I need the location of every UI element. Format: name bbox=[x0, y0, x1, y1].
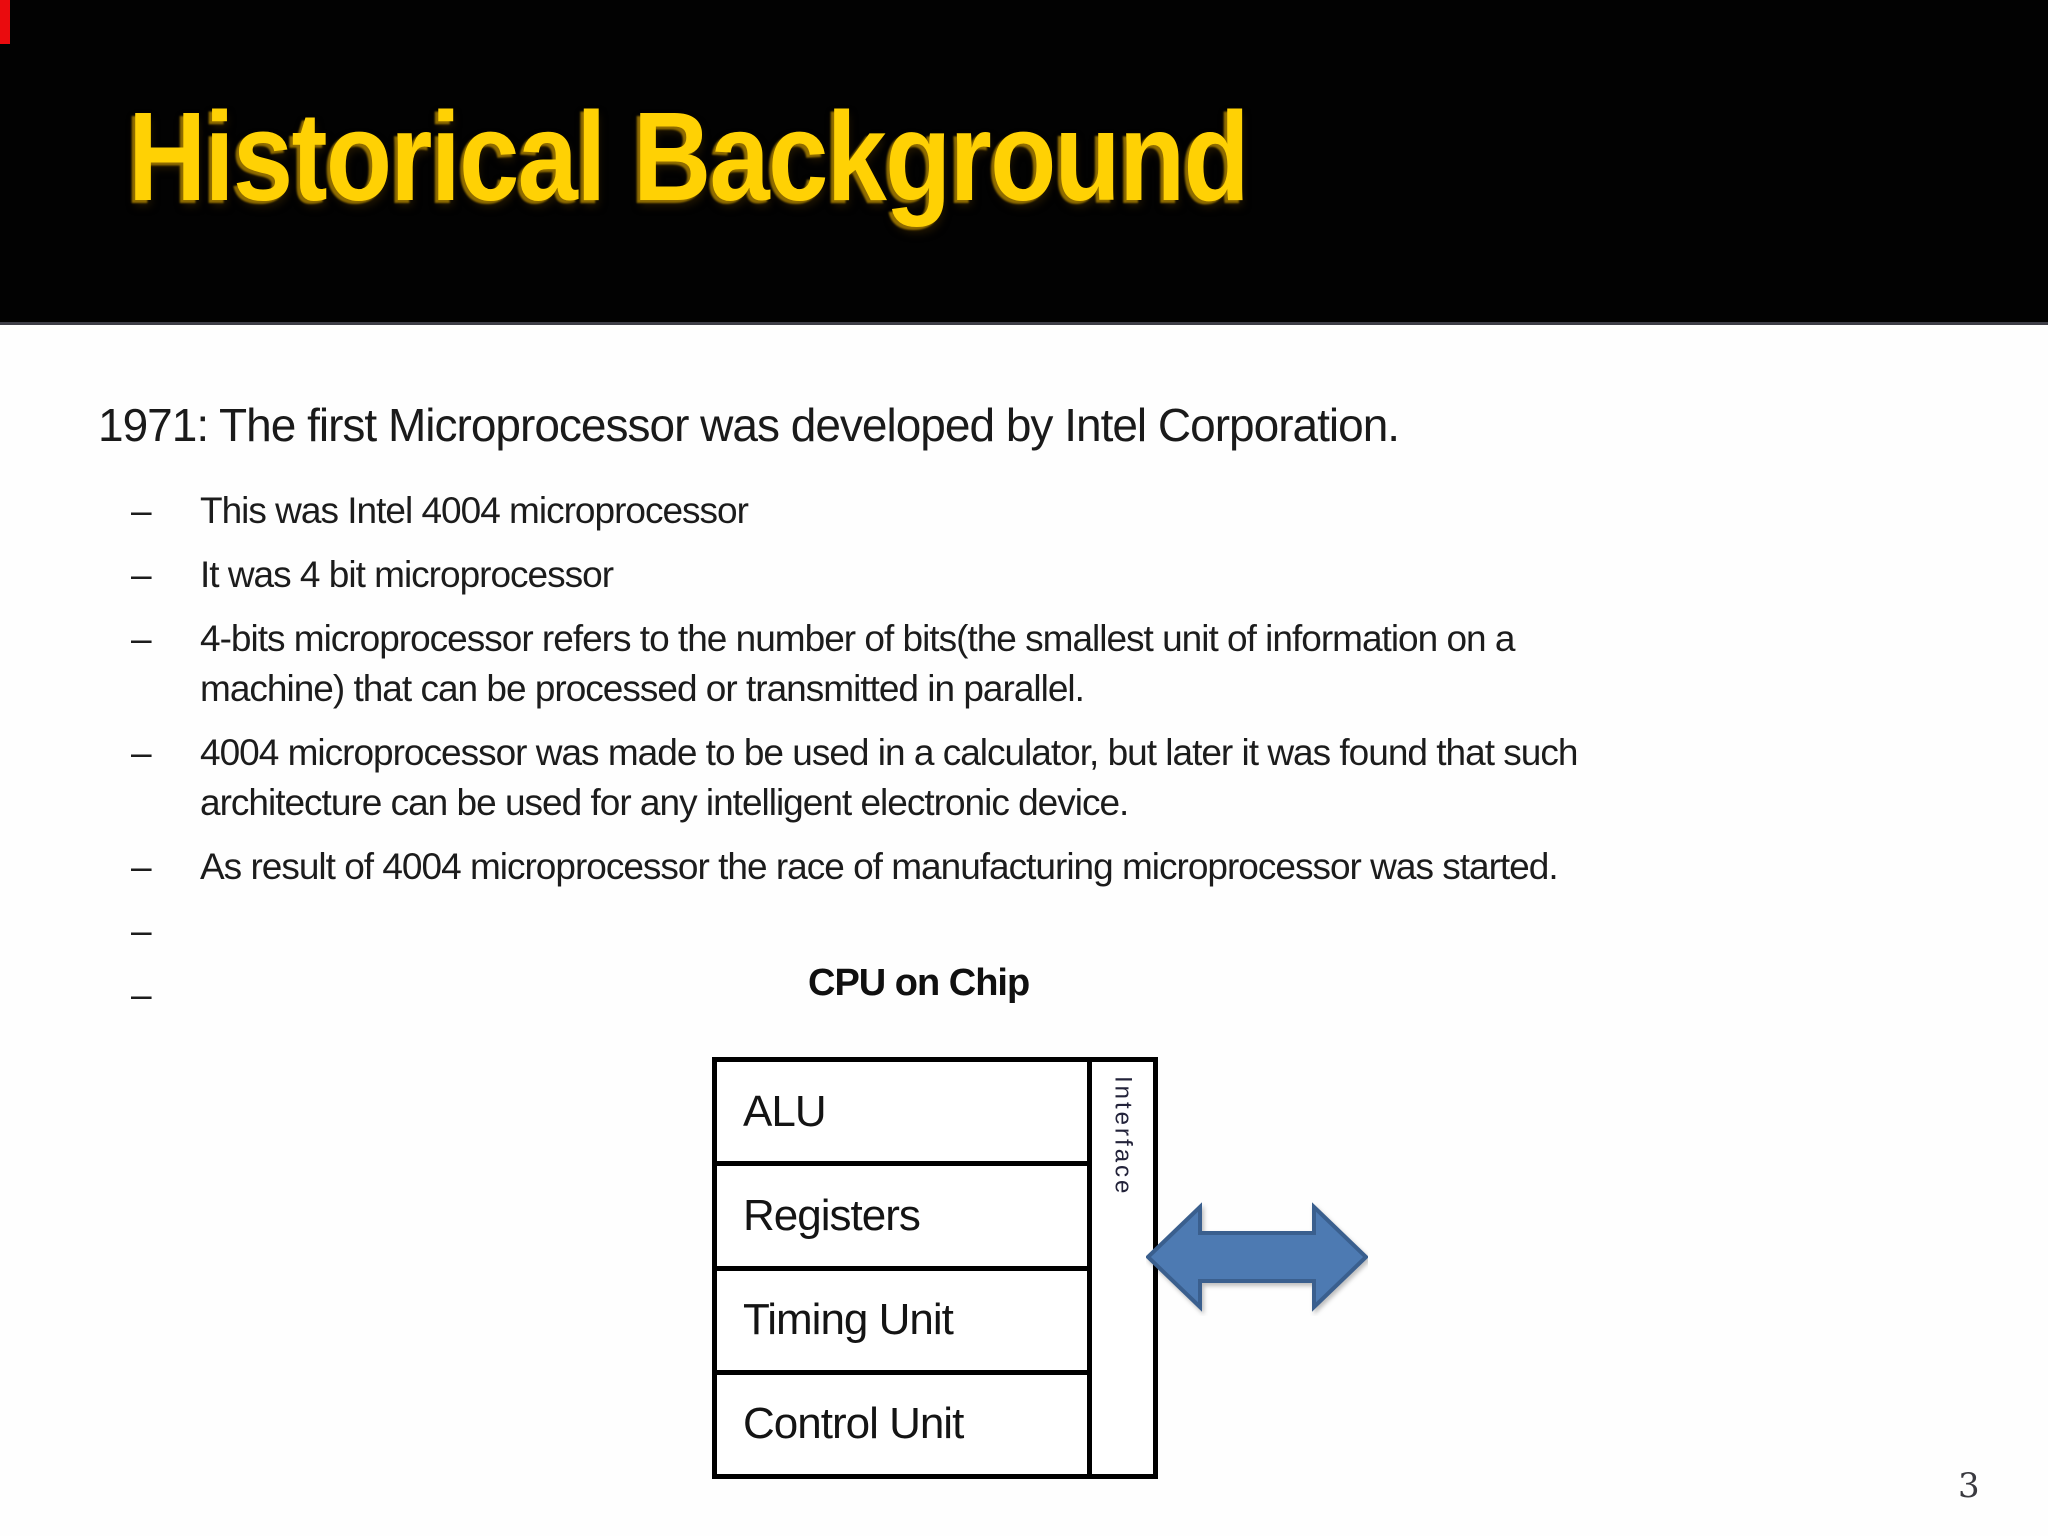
list-item: – 4004 microprocessor was made to be use… bbox=[131, 728, 1891, 828]
interface-label: Interface bbox=[1109, 1076, 1137, 1197]
bullet-list: – This was Intel 4004 microprocessor – I… bbox=[131, 486, 1891, 1034]
slide-title: Historical Background bbox=[128, 86, 1250, 227]
dash-bullet-icon: – bbox=[131, 910, 152, 951]
dash-bullet-icon: – bbox=[131, 846, 152, 887]
dash-bullet-icon: – bbox=[131, 974, 152, 1015]
table-row-registers: Registers bbox=[717, 1166, 1087, 1271]
list-item-text: As result of 4004 microprocessor the rac… bbox=[200, 846, 1559, 887]
list-item-empty: – bbox=[131, 906, 1891, 956]
cpu-block-diagram: ALU Registers Timing Unit Control Unit I… bbox=[712, 1057, 1158, 1479]
list-item: – This was Intel 4004 microprocessor bbox=[131, 486, 1891, 536]
cpu-units-column: ALU Registers Timing Unit Control Unit bbox=[717, 1062, 1092, 1474]
list-item-empty: – bbox=[131, 970, 1891, 1020]
list-item-text: It was 4 bit microprocessor bbox=[200, 554, 614, 595]
dash-bullet-icon: – bbox=[131, 554, 152, 595]
dash-bullet-icon: – bbox=[131, 732, 152, 773]
slide-header: Historical Background bbox=[0, 0, 2048, 325]
list-item-text: 4004 microprocessor was made to be used … bbox=[200, 732, 1578, 823]
page-number: 3 bbox=[1958, 1466, 1980, 1506]
list-item: – 4-bits microprocessor refers to the nu… bbox=[131, 614, 1891, 714]
table-row-control-unit: Control Unit bbox=[743, 1399, 964, 1449]
dash-bullet-icon: – bbox=[131, 490, 152, 531]
body-heading: 1971: The first Microprocessor was devel… bbox=[98, 399, 1400, 451]
table-row-timing-unit: Timing Unit bbox=[717, 1271, 1087, 1375]
list-item: – As result of 4004 microprocessor the r… bbox=[131, 842, 1891, 892]
recording-indicator bbox=[0, 0, 10, 44]
dash-bullet-icon: – bbox=[131, 618, 152, 659]
diagram-caption: CPU on Chip bbox=[808, 962, 1030, 1004]
list-item-text: 4-bits microprocessor refers to the numb… bbox=[200, 618, 1515, 709]
list-item: – It was 4 bit microprocessor bbox=[131, 550, 1891, 600]
table-row-alu: ALU bbox=[717, 1062, 1087, 1167]
list-item-text: This was Intel 4004 microprocessor bbox=[200, 490, 749, 531]
bus-double-arrow-icon bbox=[1145, 1198, 1369, 1316]
interface-column: Interface bbox=[1092, 1062, 1153, 1474]
